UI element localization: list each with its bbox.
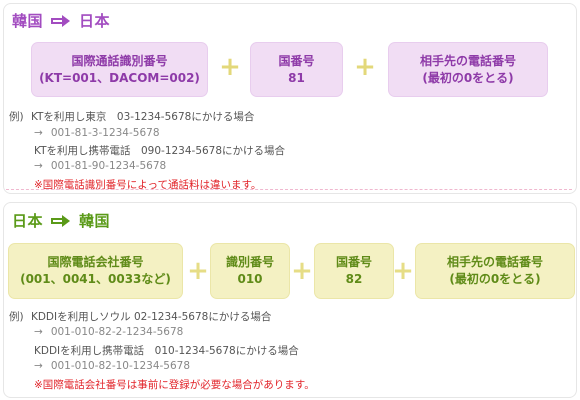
box-label: 相手先の電話番号 <box>446 255 543 269</box>
result-number: 001-010-82-2-1234-5678 <box>50 326 184 338</box>
title-to: 日本 <box>79 12 111 30</box>
box-value: 81 <box>288 70 305 85</box>
title-from: 日本 <box>12 212 44 230</box>
section-korea-to-japan: 韓国 日本 国際通話識別番号 (KT=001、DACOM=002) + 国番号 … <box>3 3 577 194</box>
box-label: 国番号 <box>278 53 315 68</box>
result-number: 001-010-82-10-1234-5678 <box>50 360 191 372</box>
example-text: KTを利用し東京 03-1234-5678にかける場合 <box>30 111 255 123</box>
box-label: 識別番号 <box>225 255 274 269</box>
example-text: KDDIを利用し携帯電話 010-1234-5678にかける場合 <box>34 345 299 357</box>
example-line: 例) KTを利用し東京 03-1234-5678にかける場合 <box>9 110 254 124</box>
box-label: 国際通話識別番号 <box>71 53 168 68</box>
plus-sign: + <box>354 52 376 82</box>
example-result: → 001-010-82-10-1234-5678 <box>34 359 190 373</box>
intl-call-id-box: 国際通話識別番号 (KT=001、DACOM=002) <box>31 42 208 97</box>
arrow-right-icon <box>51 214 71 227</box>
box-value: 82 <box>345 272 363 286</box>
plus-sign: + <box>291 256 313 286</box>
result-number: 001-81-90-1234-5678 <box>50 160 167 172</box>
country-code-box: 国番号 81 <box>250 42 343 97</box>
country-code-box: 国番号 82 <box>314 243 394 299</box>
example-line: KDDIを利用し携帯電話 010-1234-5678にかける場合 <box>34 344 299 358</box>
example-text: KDDIを利用しソウル 02-1234-5678にかける場合 <box>30 311 272 323</box>
recipient-number-box: 相手先の電話番号 (最初の0をとる) <box>388 42 548 97</box>
note-text: ※国際電話識別番号によって通話料は違います。 <box>34 179 262 191</box>
intl-carrier-code-box: 国際電話会社番号 (001、0041、0033など) <box>8 243 183 299</box>
section-title: 韓国 日本 <box>12 10 110 31</box>
example-result: → 001-010-82-2-1234-5678 <box>34 325 183 339</box>
section-title: 日本 韓国 <box>12 210 110 231</box>
box-value: 010 <box>237 272 263 286</box>
box-value: (最初の0をとる) <box>422 70 514 85</box>
box-value: (最初の0をとる) <box>449 272 541 286</box>
example-result: → 001-81-3-1234-5678 <box>34 126 160 140</box>
example-label: 例) <box>9 311 24 323</box>
arrow-right-icon: → <box>34 127 43 139</box>
arrow-right-icon: → <box>34 160 43 172</box>
id-number-box: 識別番号 010 <box>210 243 290 299</box>
title-from: 韓国 <box>12 12 44 30</box>
result-number: 001-81-3-1234-5678 <box>50 127 160 139</box>
title-to: 韓国 <box>79 212 111 230</box>
plus-sign: + <box>392 256 414 286</box>
section-japan-to-korea: 日本 韓国 国際電話会社番号 (001、0041、0033など) + 識別番号 … <box>3 202 577 398</box>
example-text: KTを利用し携帯電話 090-1234-5678にかける場合 <box>34 145 286 157</box>
box-label: 国際電話会社番号 <box>47 255 144 269</box>
recipient-number-box: 相手先の電話番号 (最初の0をとる) <box>415 243 575 299</box>
note-text: ※国際電話会社番号は事前に登録が必要な場合があります。 <box>34 379 315 391</box>
section-divider <box>6 189 572 190</box>
example-result: → 001-81-90-1234-5678 <box>34 159 166 173</box>
box-label: 相手先の電話番号 <box>419 53 516 68</box>
example-line: KTを利用し携帯電話 090-1234-5678にかける場合 <box>34 144 285 158</box>
example-line: 例) KDDIを利用しソウル 02-1234-5678にかける場合 <box>9 310 271 324</box>
box-value: (001、0041、0033など) <box>20 272 171 286</box>
plus-sign: + <box>219 52 241 82</box>
example-label: 例) <box>9 111 24 123</box>
arrow-right-icon: → <box>34 360 43 372</box>
box-value: (KT=001、DACOM=002) <box>39 70 200 85</box>
arrow-right-icon: → <box>34 326 43 338</box>
box-label: 国番号 <box>335 255 372 269</box>
plus-sign: + <box>187 256 209 286</box>
arrow-right-icon <box>51 14 71 27</box>
